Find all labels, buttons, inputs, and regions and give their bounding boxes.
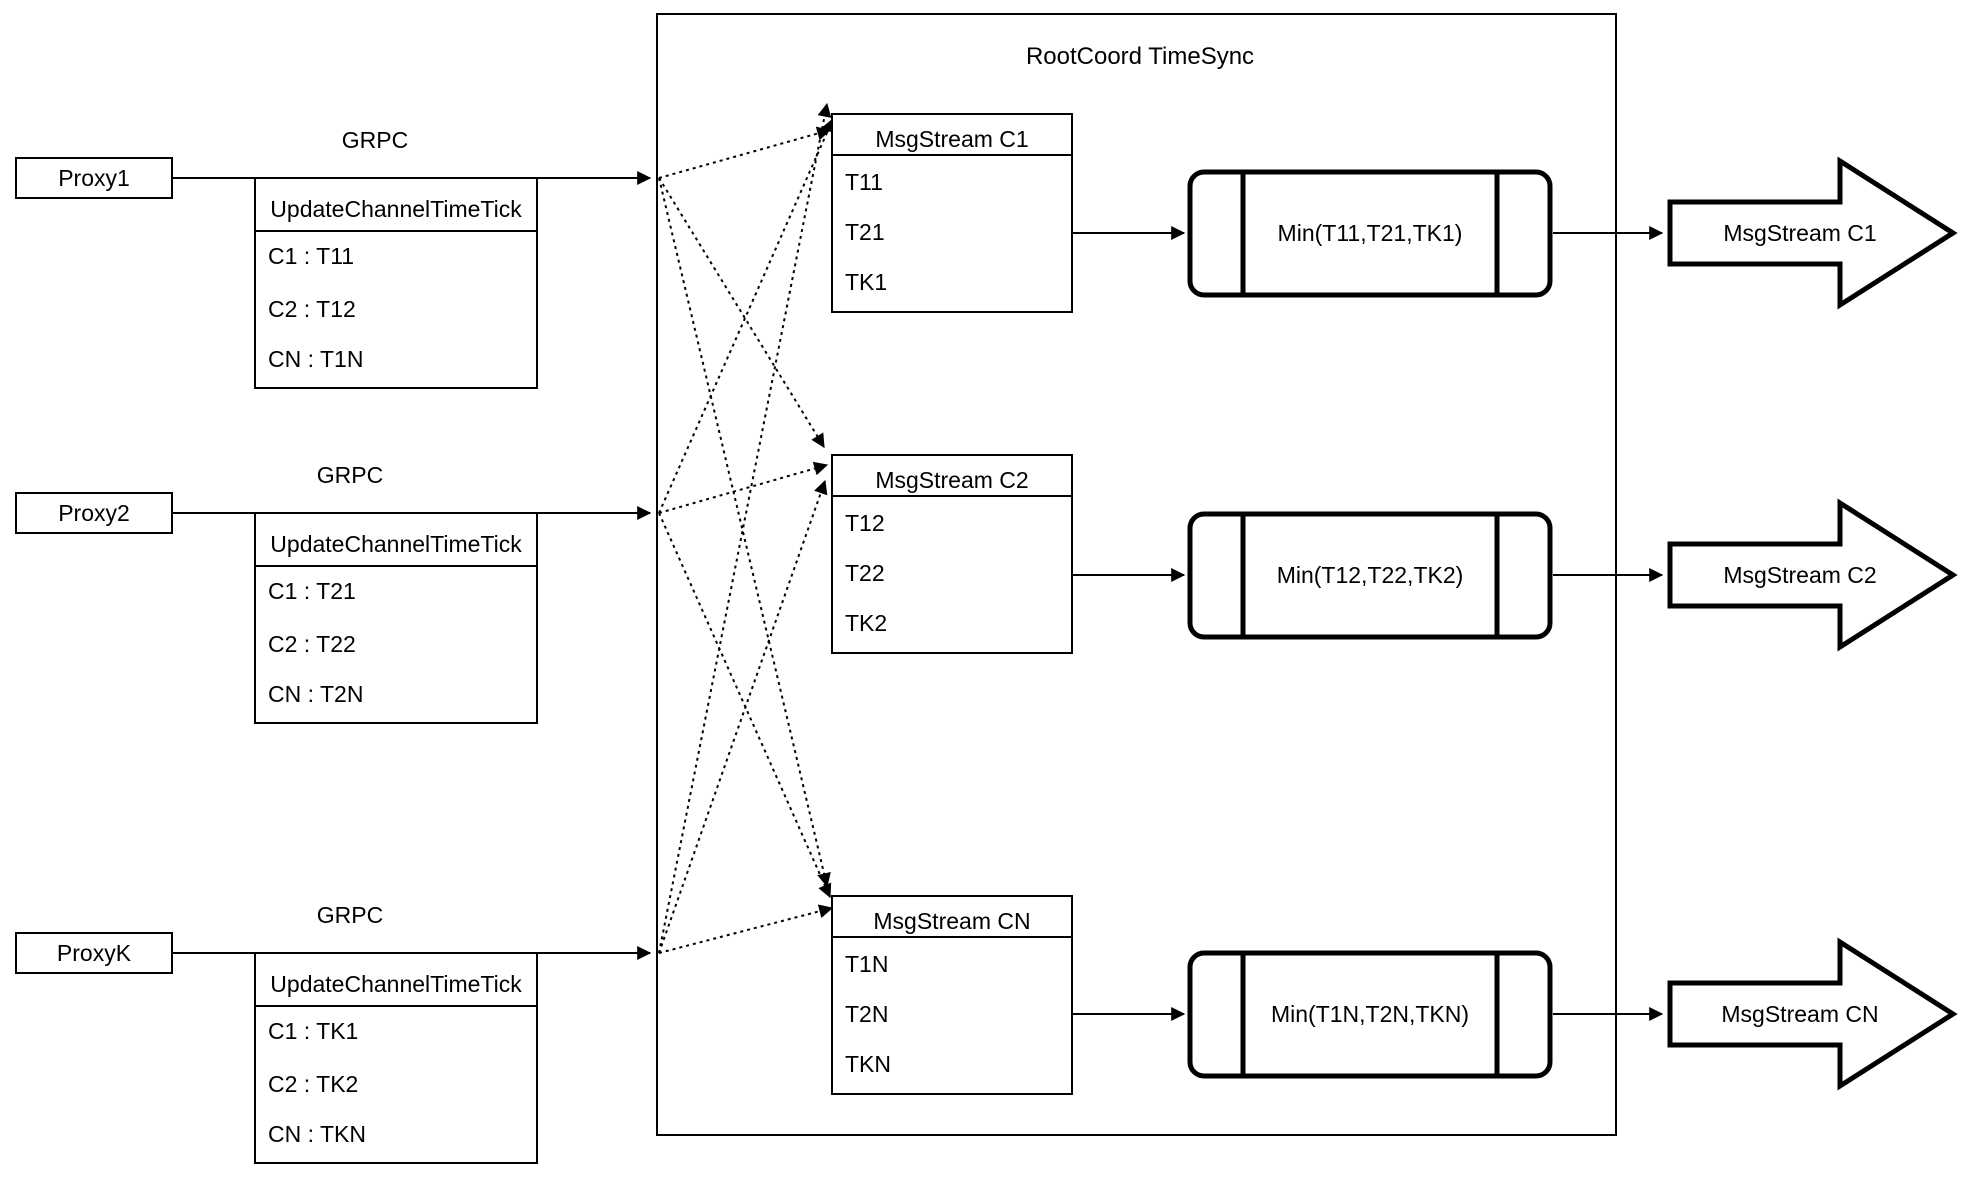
proxyk-table-row-cn: CN : TKN — [268, 1121, 366, 1147]
proxy2-table-row-c2: C2 : T22 — [268, 631, 356, 657]
proxy1-table-box — [254, 177, 538, 389]
msgstream-c2-box — [831, 454, 1073, 654]
proxyk-table-box — [254, 952, 538, 1164]
min-cn-label: Min(T1N,T2N,TKN) — [1271, 1001, 1469, 1027]
min-c1-box — [1187, 169, 1553, 298]
msgstream-c2-header: MsgStream C2 — [875, 467, 1028, 493]
flow-proxy2-to-cn — [658, 512, 832, 899]
output-arrow-c2: MsgStream C2 — [1667, 498, 1958, 652]
proxy2-grpc-label: GRPC — [317, 462, 383, 488]
proxyk-label: ProxyK — [57, 940, 132, 966]
flow-proxy1-to-cn — [658, 177, 831, 888]
stream-row-cn: MsgStream CN T1N T2N TKN Min(T1N,T2N,TKN… — [831, 895, 1958, 1095]
proxy1-grpc-label: GRPC — [342, 127, 408, 153]
output-arrow-c1-label: MsgStream C1 — [1723, 220, 1876, 246]
proxy2-table-header: UpdateChannelTimeTick — [270, 531, 522, 557]
msgstream-c1-header: MsgStream C1 — [875, 126, 1028, 152]
proxyk-table-header: UpdateChannelTimeTick — [270, 971, 522, 997]
proxy2-timetick-table: UpdateChannelTimeTick C1 : T21 C2 : T22 … — [254, 512, 538, 724]
proxy2-table-box — [254, 512, 538, 724]
output-arrow-c1: MsgStream C1 — [1667, 156, 1958, 310]
msgstream-c2-table: MsgStream C2 T12 T22 TK2 — [831, 454, 1073, 654]
timetick-fanout-arrows — [658, 102, 835, 954]
msgstream-c2-row-2: T22 — [845, 560, 885, 586]
msgstream-c1-box — [831, 113, 1073, 313]
output-arrow-cn-label: MsgStream CN — [1721, 1001, 1878, 1027]
min-c2-box — [1187, 511, 1553, 640]
msgstream-cn-row-3: TKN — [845, 1051, 891, 1077]
proxy1-table-row-c1: C1 : T11 — [268, 243, 354, 269]
output-arrow-c1-shape — [1667, 156, 1958, 310]
proxy2-label: Proxy2 — [58, 500, 130, 526]
proxy2-table-row-cn: CN : T2N — [268, 681, 363, 707]
msgstream-cn-header: MsgStream CN — [873, 908, 1030, 934]
stream-row-c2: MsgStream C2 T12 T22 TK2 Min(T12,T22,TK2… — [831, 454, 1958, 654]
msgstream-c2-row-1: T12 — [845, 510, 885, 536]
proxy1-table-row-c2: C2 : T12 — [268, 296, 356, 322]
min-process-c1: Min(T11,T21,TK1) — [1187, 169, 1553, 298]
proxyk-grpc-label: GRPC — [317, 902, 383, 928]
msgstream-cn-table: MsgStream CN T1N T2N TKN — [831, 895, 1073, 1095]
min-cn-box — [1187, 950, 1553, 1079]
msgstream-c2-row-3: TK2 — [845, 610, 887, 636]
rootcoord-title: RootCoord TimeSync — [1026, 43, 1254, 70]
output-arrow-c2-label: MsgStream C2 — [1723, 562, 1876, 588]
proxy1-table-header: UpdateChannelTimeTick — [270, 196, 522, 222]
msgstream-c1-row-2: T21 — [845, 219, 885, 245]
flow-proxy2-to-c1 — [658, 117, 835, 514]
proxyk-box — [15, 932, 173, 974]
proxy1-box — [15, 157, 173, 199]
msgstream-cn-box — [831, 895, 1073, 1095]
proxyk-table-row-c2: C2 : TK2 — [268, 1071, 358, 1097]
msgstream-c1-row-1: T11 — [845, 169, 883, 195]
proxy2-table-row-c1: C1 : T21 — [268, 578, 356, 604]
proxy-row-1: Proxy1 GRPC UpdateChannelTimeTick C1 : T… — [15, 127, 652, 389]
min-c1-label: Min(T11,T21,TK1) — [1278, 220, 1463, 246]
stream-row-c1: MsgStream C1 T11 T21 TK1 Min(T11,T21,TK1… — [831, 113, 1958, 313]
proxy1-label: Proxy1 — [58, 165, 130, 191]
msgstream-cn-row-1: T1N — [845, 951, 888, 977]
proxy1-timetick-table: UpdateChannelTimeTick C1 : T11 C2 : T12 … — [254, 177, 538, 389]
msgstream-c1-row-3: TK1 — [845, 269, 887, 295]
proxyk-timetick-table: UpdateChannelTimeTick C1 : TK1 C2 : TK2 … — [254, 952, 538, 1164]
min-c2-label: Min(T12,T22,TK2) — [1277, 562, 1464, 588]
proxy-row-3: ProxyK GRPC UpdateChannelTimeTick C1 : T… — [15, 902, 652, 1164]
output-arrow-c2-shape — [1667, 498, 1958, 652]
proxyk-table-row-c1: C1 : TK1 — [268, 1018, 358, 1044]
flow-proxy1-to-c1 — [658, 126, 832, 179]
msgstream-c1-table: MsgStream C1 T11 T21 TK1 — [831, 113, 1073, 313]
flow-proxy2-to-c2 — [658, 461, 829, 514]
flow-proxyk-to-c1 — [658, 102, 832, 954]
proxy-row-2: Proxy2 GRPC UpdateChannelTimeTick C1 : T… — [15, 462, 652, 724]
msgstream-cn-row-2: T2N — [845, 1001, 888, 1027]
proxy1-table-row-cn: CN : T1N — [268, 346, 363, 372]
min-process-c2: Min(T12,T22,TK2) — [1187, 511, 1553, 640]
min-process-cn: Min(T1N,T2N,TKN) — [1187, 950, 1553, 1079]
flow-proxyk-to-cn — [658, 904, 834, 954]
output-arrow-cn: MsgStream CN — [1667, 937, 1958, 1091]
output-arrow-cn-shape — [1667, 937, 1958, 1091]
